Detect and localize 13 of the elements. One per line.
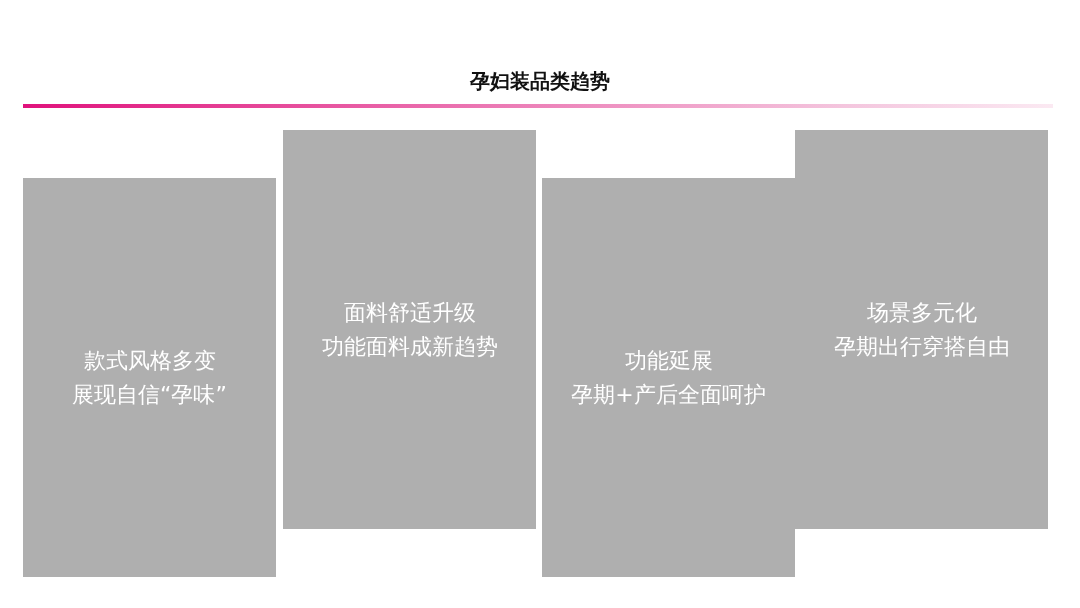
card-text: 孕期+产后全面呵护	[571, 380, 766, 409]
card-text: 面料舒适升级	[343, 298, 476, 327]
card-text: 功能面料成新趋势	[321, 332, 498, 361]
card-text: 款式风格多变	[83, 346, 216, 375]
card-text: 场景多元化	[866, 298, 977, 327]
card-text: 展现自信“孕味”	[72, 380, 227, 409]
trend-card	[795, 130, 1048, 529]
trend-card	[23, 178, 276, 577]
chart-title: 孕妇装品类趋势	[469, 68, 611, 95]
trend-card	[542, 178, 795, 577]
card-text: 功能延展	[624, 346, 713, 375]
card-text: 孕期出行穿搭自由	[833, 332, 1010, 361]
trend-card	[283, 130, 536, 529]
